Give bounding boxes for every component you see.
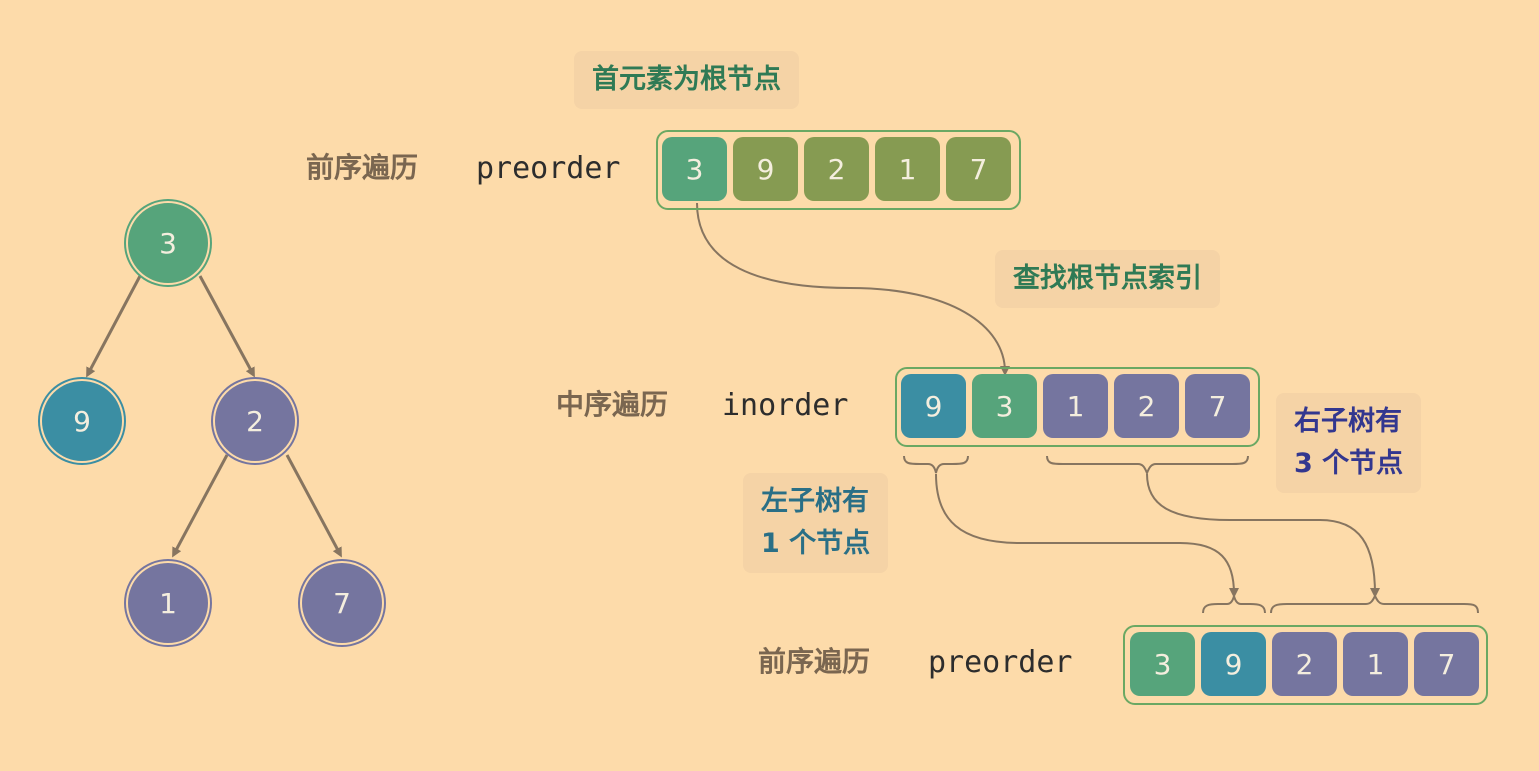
preorder-top-cell-0: 3 <box>662 137 727 201</box>
tree-node-root-value: 3 <box>159 226 177 260</box>
right-map-arrow <box>1146 473 1380 598</box>
edge-2-1 <box>172 454 229 558</box>
preorder-bottom-cell-4: 7 <box>1414 632 1479 696</box>
preorder-top-cell-2: 2 <box>804 137 869 201</box>
preorder-bottom-var: preorder <box>928 645 1073 680</box>
callout-right-subtree: 右子树有 3 个节点 <box>1276 393 1422 493</box>
right-brace-preorder <box>1270 593 1479 614</box>
right-subtree-line1: 右子树有 <box>1294 406 1402 437</box>
tree-node-right-left: 1 <box>128 563 208 643</box>
left-brace-preorder <box>1202 595 1266 614</box>
inorder-cell-3: 2 <box>1114 374 1179 438</box>
right-brace-inorder <box>1046 455 1249 476</box>
left-brace-inorder <box>903 455 969 474</box>
inorder-cell-2: 1 <box>1043 374 1108 438</box>
tree-node-right: 2 <box>215 381 295 461</box>
inorder-var: inorder <box>722 388 849 423</box>
preorder-top-array <box>656 130 1021 210</box>
tree-node-root: 3 <box>128 203 208 283</box>
left-subtree-line2: 1 个节点 <box>761 528 871 559</box>
tree-node-right-right: 7 <box>302 563 382 643</box>
preorder-top-cell-4: 7 <box>946 137 1011 201</box>
preorder-bottom-cell-0: 3 <box>1130 632 1195 696</box>
inorder-array <box>895 367 1260 447</box>
inorder-cell-0: 9 <box>901 374 966 438</box>
inorder-cell-1: 3 <box>972 374 1037 438</box>
callout-left-subtree: 左子树有 1 个节点 <box>743 473 889 573</box>
tree-node-right-right-value: 7 <box>333 586 351 620</box>
left-subtree-line1: 左子树有 <box>761 486 869 517</box>
edge-2-7 <box>285 454 342 558</box>
tree-node-left-value: 9 <box>73 404 91 438</box>
tree-node-right-left-value: 1 <box>159 586 177 620</box>
preorder-top-var: preorder <box>476 151 621 186</box>
inorder-cell-4: 7 <box>1185 374 1250 438</box>
left-map-arrow <box>935 473 1239 598</box>
root-lookup-arrow <box>696 202 1010 376</box>
preorder-top-cell-3: 1 <box>875 137 940 201</box>
edge-3-2 <box>198 275 255 378</box>
callout-find-root-index: 查找根节点索引 <box>995 250 1220 308</box>
preorder-bottom-array <box>1123 625 1488 705</box>
preorder-bottom-label: 前序遍历 <box>758 645 871 678</box>
inorder-label: 中序遍历 <box>556 388 669 421</box>
preorder-top-label: 前序遍历 <box>306 151 419 184</box>
tree-node-right-value: 2 <box>246 404 264 438</box>
edge-3-9 <box>86 275 142 378</box>
preorder-bottom-cell-2: 2 <box>1272 632 1337 696</box>
preorder-bottom-cell-3: 1 <box>1343 632 1408 696</box>
tree-node-left: 9 <box>42 381 122 461</box>
preorder-bottom-cell-1: 9 <box>1201 632 1266 696</box>
callout-root-first: 首元素为根节点 <box>574 51 799 109</box>
right-subtree-line2: 3 个节点 <box>1294 448 1404 479</box>
preorder-top-cell-1: 9 <box>733 137 798 201</box>
